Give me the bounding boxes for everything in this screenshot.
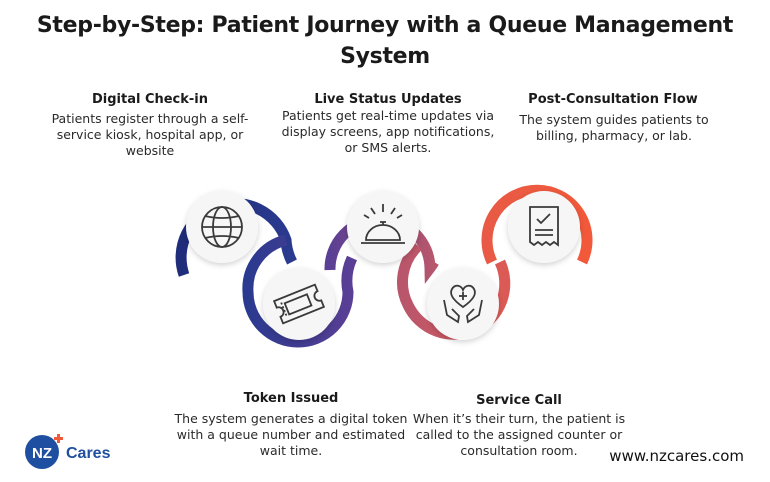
step-5-description: The system guides patients to billing, p… bbox=[519, 112, 709, 143]
icon-circle-1 bbox=[186, 191, 258, 263]
logo-mark-text: NZ bbox=[32, 445, 52, 462]
logo-name-text: Cares bbox=[66, 445, 111, 462]
website-url[interactable]: www.nzcares.com bbox=[609, 447, 744, 465]
step-2-title: Token Issued bbox=[243, 391, 339, 406]
plus-icon bbox=[54, 434, 63, 443]
service-bell-icon bbox=[361, 204, 405, 244]
page-title: Step-by-Step: Patient Journey with a Que… bbox=[36, 13, 734, 69]
step-3-description: Patients get real-time updates via displ… bbox=[281, 108, 495, 155]
nzcares-logo: NZ Cares bbox=[25, 434, 111, 469]
step-4-description: When it’s their turn, the patient is cal… bbox=[412, 411, 626, 458]
icon-circle-2 bbox=[263, 268, 335, 340]
receipt-icon bbox=[529, 206, 559, 247]
globe-icon bbox=[201, 206, 243, 248]
step-3-title: Live Status Updates bbox=[314, 92, 462, 107]
ticket-icon bbox=[272, 283, 326, 325]
step-1-description: Patients register through a self-service… bbox=[51, 111, 249, 158]
step-4-title: Service Call bbox=[476, 393, 562, 408]
icon-circle-5 bbox=[508, 191, 580, 263]
ribbon-segment-5 bbox=[481, 184, 593, 265]
heart-care-hands-icon bbox=[443, 284, 483, 324]
icon-circle-3 bbox=[347, 191, 419, 263]
step-5-title: Post-Consultation Flow bbox=[528, 92, 698, 107]
ribbon-segment-4 bbox=[397, 242, 511, 340]
icon-circle-4 bbox=[427, 268, 499, 340]
ribbon-segment-2 bbox=[242, 234, 358, 348]
step-2-description: The system generates a digital token wit… bbox=[174, 411, 408, 458]
step-1-title: Digital Check-in bbox=[91, 92, 209, 107]
